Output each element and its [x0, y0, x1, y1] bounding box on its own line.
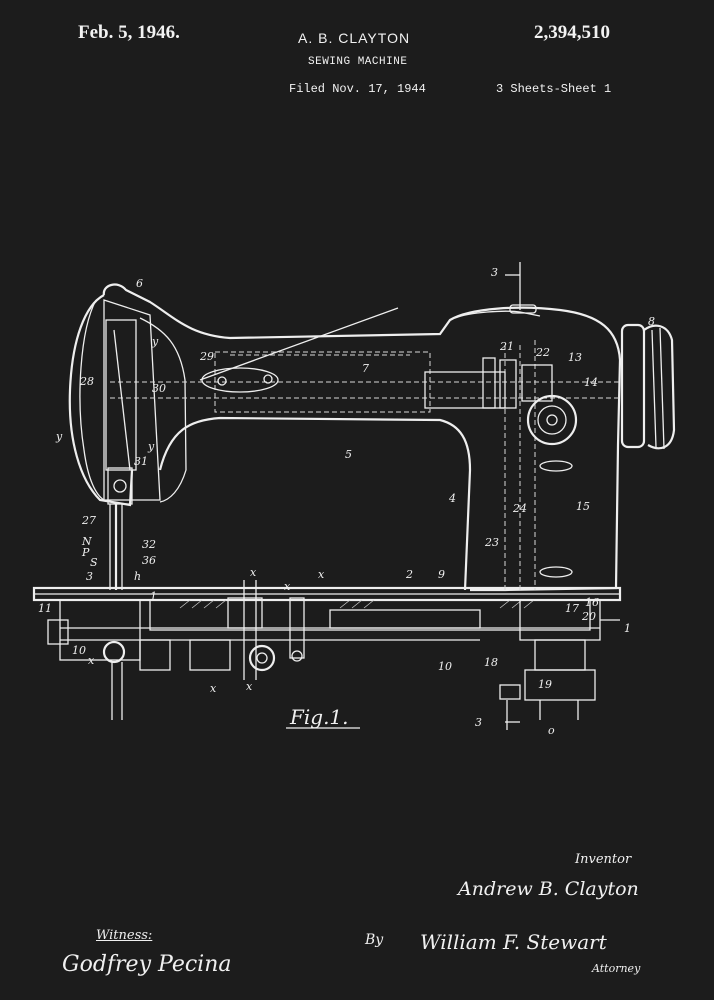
ref-num: 10 — [72, 644, 86, 657]
ref-num: 9 — [438, 568, 445, 581]
ref-num: x — [88, 654, 95, 667]
ref-num: 27 — [81, 514, 96, 527]
patent-subject: SEWING MACHINE — [308, 56, 408, 68]
ref-num: 10 — [438, 660, 452, 673]
ref-num: 18 — [484, 656, 498, 669]
ref-num: h — [134, 570, 141, 583]
ref-num: 30 — [152, 382, 166, 395]
ref-num: 36 — [142, 554, 156, 567]
ref-num: S — [90, 556, 98, 569]
ref-num: 23 — [484, 536, 499, 549]
ref-num: 3 — [475, 716, 482, 729]
ref-num: y — [151, 335, 159, 348]
ref-num: y — [147, 440, 155, 453]
ref-num: 16 — [585, 596, 599, 609]
patent-date: Feb. 5, 1946. — [78, 22, 180, 43]
feed-eccentric — [248, 644, 276, 672]
ref-num: 1 — [150, 590, 157, 603]
ref-num: 11 — [38, 602, 52, 615]
ref-num: x — [246, 680, 253, 693]
ref-num: 28 — [79, 375, 94, 388]
ref-num: 8 — [648, 315, 655, 328]
ref-num: 7 — [362, 362, 369, 375]
ref-num: 29 — [199, 350, 214, 363]
sheet-count: 3 Sheets-Sheet 1 — [496, 82, 612, 96]
ref-num: 19 — [538, 678, 552, 691]
attorney-label: Attorney — [592, 962, 641, 975]
ref-num: 32 — [142, 538, 156, 551]
ref-num: o — [548, 724, 555, 737]
ref-num: 15 — [576, 500, 590, 513]
witness-signature: Godfrey Pecina — [62, 952, 232, 977]
ref-num: 24 — [512, 502, 527, 515]
patent-number: 2,394,510 — [534, 22, 610, 43]
ref-num: y — [55, 430, 63, 443]
figure-label: Fig.1. — [289, 705, 349, 729]
ref-num: 14 — [584, 376, 598, 389]
ref-num: 17 — [565, 602, 579, 615]
ref-num: P — [81, 546, 90, 559]
head-face-plate — [103, 299, 161, 501]
ref-num: 5 — [345, 448, 352, 461]
ref-num: 21 — [499, 340, 514, 353]
by-label: By — [365, 932, 384, 948]
ref-num: 1 — [624, 622, 631, 635]
reference-numbers: 6 8 3 29 y 28 30 y y 7 21 22 13 14 5 31 … — [38, 266, 655, 737]
ref-num: 13 — [568, 351, 582, 364]
ref-num: x — [210, 682, 217, 695]
attorney-signature: William F. Stewart — [420, 930, 607, 954]
cam-wheel — [526, 394, 578, 446]
head-front — [68, 294, 134, 507]
machine-arm-outline — [102, 283, 622, 592]
witness-label: Witness: — [96, 928, 153, 943]
ref-num: 6 — [136, 277, 143, 290]
ref-num: 3 — [491, 266, 498, 279]
ref-num: x — [318, 568, 325, 581]
inventor-name: A. B. CLAYTON — [298, 30, 411, 46]
hook-assembly — [59, 599, 141, 661]
needle-bar — [107, 467, 133, 505]
ref-num: 3 — [86, 570, 93, 583]
filed-date: Filed Nov. 17, 1944 — [289, 82, 426, 96]
ref-num: x — [284, 580, 291, 593]
inventor-signature: Andrew B. Clayton — [458, 878, 639, 900]
head-inner — [79, 299, 105, 501]
handwheel-hub — [620, 323, 646, 449]
bed-hatching — [179, 599, 535, 609]
ref-num: 22 — [535, 346, 550, 359]
ref-num: N — [81, 535, 92, 548]
ref-num: 20 — [581, 610, 596, 623]
handwheel — [643, 324, 676, 450]
ref-num: x — [250, 566, 257, 579]
ref-num: 4 — [448, 492, 456, 505]
ref-num: 31 — [134, 455, 148, 468]
arm-lower-curve — [158, 416, 472, 591]
inventor-label: Inventor — [575, 852, 632, 867]
ref-num: 2 — [405, 568, 413, 581]
bearing-housing — [424, 371, 506, 409]
